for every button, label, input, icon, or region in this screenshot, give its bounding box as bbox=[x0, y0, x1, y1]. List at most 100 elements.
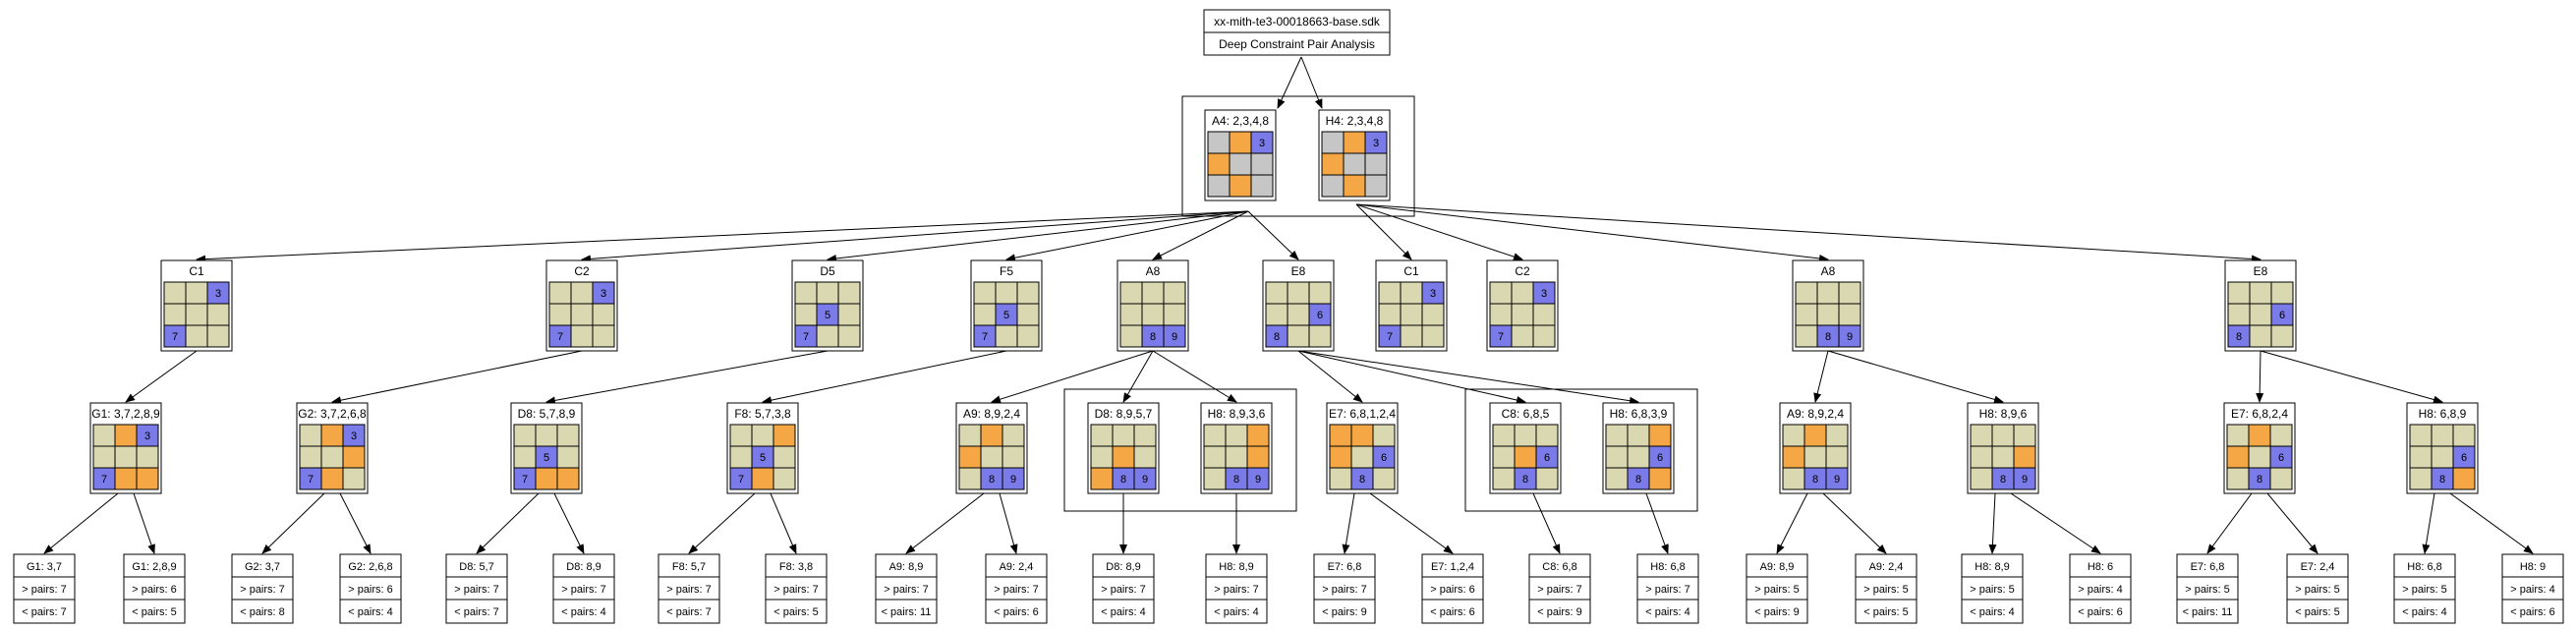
grid-cell bbox=[1782, 445, 1805, 469]
cell-value: 9 bbox=[1010, 474, 1016, 486]
leaf-gt-pairs: > pairs: 4 bbox=[2078, 584, 2123, 596]
grid-cell bbox=[837, 324, 861, 348]
leaf-frame bbox=[2393, 553, 2456, 624]
edge-arrow bbox=[261, 492, 325, 554]
leaf-title: D8: 5,7 bbox=[459, 561, 493, 573]
edges bbox=[43, 56, 2534, 554]
leaf-node: A9: 2,4> pairs: 7< pairs: 6 bbox=[985, 553, 1048, 624]
grid-cell bbox=[1203, 467, 1227, 490]
grid-cell bbox=[1229, 174, 1252, 198]
edge-arrow bbox=[1532, 492, 1561, 554]
grid-cell bbox=[1207, 174, 1231, 198]
node-title: G2: 3,7,2,6,8 bbox=[298, 407, 367, 421]
cell-value: 8 bbox=[1522, 474, 1528, 486]
cell-value: 8 bbox=[1120, 474, 1126, 486]
leaf-lt-pairs: < pairs: 4 bbox=[1101, 606, 1146, 618]
cell-value: 6 bbox=[2461, 452, 2467, 464]
grid-cell bbox=[320, 445, 344, 469]
grid-cell bbox=[1133, 467, 1157, 490]
grid-cell bbox=[342, 467, 366, 490]
grid-cell bbox=[973, 281, 997, 305]
edge-arrow bbox=[553, 492, 585, 554]
grid-cell bbox=[2227, 281, 2251, 305]
level2-node: F8: 5,7,3,857 bbox=[726, 402, 799, 494]
node-title: H8: 8,9,3,6 bbox=[1208, 407, 1266, 421]
leaf-lt-pairs: < pairs: 4 bbox=[1970, 606, 2015, 618]
level2-node: E7: 6,8,2,468 bbox=[2223, 402, 2296, 494]
leaf-title: E7: 6,8 bbox=[2191, 561, 2225, 573]
cell-value: 7 bbox=[1498, 331, 1504, 343]
cell-value: 9 bbox=[1172, 331, 1177, 343]
level2-node: H8: 6,8,3,968 bbox=[1602, 402, 1675, 494]
node-title: C1 bbox=[189, 264, 204, 278]
level2-node: E7: 6,8,1,2,468 bbox=[1326, 402, 1399, 494]
node-title: D8: 8,9,5,7 bbox=[1095, 407, 1153, 421]
grid-cell bbox=[1002, 424, 1025, 447]
grid-cell bbox=[2269, 424, 2293, 447]
grid-cell bbox=[1795, 281, 1818, 305]
grid-cell bbox=[2226, 424, 2250, 447]
grid-cell bbox=[1112, 445, 1135, 469]
grid-cell bbox=[2409, 445, 2433, 469]
leaf-gt-pairs: > pairs: 7 bbox=[454, 584, 499, 596]
grid-cell bbox=[794, 303, 818, 326]
grid-cell bbox=[1535, 424, 1559, 447]
grid-cell bbox=[2226, 445, 2250, 469]
leaf-gt-pairs: > pairs: 7 bbox=[22, 584, 67, 596]
node-title: E8 bbox=[1291, 264, 1306, 278]
grid-cell bbox=[1112, 424, 1135, 447]
grid-cell bbox=[1090, 445, 1114, 469]
grid-cell bbox=[1400, 303, 1423, 326]
grid-cell bbox=[2409, 424, 2433, 447]
leaf-node: E7: 6,8> pairs: 7< pairs: 9 bbox=[1313, 553, 1376, 624]
grid-cell bbox=[2270, 324, 2294, 348]
node-title: C2 bbox=[1515, 264, 1530, 278]
cluster-box bbox=[1063, 388, 1297, 512]
edge-arrow bbox=[2449, 492, 2534, 554]
grid-cell bbox=[1265, 303, 1288, 326]
edge-arrow bbox=[2206, 492, 2253, 554]
leaf-lt-pairs: < pairs: 4 bbox=[2402, 606, 2447, 618]
leaf-lt-pairs: < pairs: 5 bbox=[1863, 606, 1909, 618]
cell-value: 9 bbox=[1255, 474, 1261, 486]
edge-arrow bbox=[1152, 350, 1237, 403]
edge-arrow bbox=[991, 350, 1154, 404]
grid-cell bbox=[1492, 424, 1516, 447]
leaf-gt-pairs: > pairs: 7 bbox=[773, 584, 819, 596]
grid-cell bbox=[1489, 281, 1513, 305]
cell-value: 8 bbox=[1274, 331, 1280, 343]
leaf-node: E7: 1,2,4> pairs: 6< pairs: 6 bbox=[1421, 553, 1484, 624]
leaf-gt-pairs: > pairs: 7 bbox=[1322, 584, 1367, 596]
leaf-title: G2: 3,7 bbox=[245, 561, 280, 573]
cell-value: 3 bbox=[1541, 288, 1547, 300]
grid-cell bbox=[1795, 303, 1818, 326]
grid-cell bbox=[1838, 281, 1861, 305]
leaf-frame bbox=[2069, 553, 2132, 624]
node-title: D5 bbox=[820, 264, 835, 278]
leaf-node: F8: 3,8> pairs: 7< pairs: 5 bbox=[765, 553, 828, 624]
leaf-gt-pairs: > pairs: 7 bbox=[884, 584, 929, 596]
leaf-gt-pairs: > pairs: 7 bbox=[1537, 584, 1582, 596]
grid-cell bbox=[2249, 281, 2272, 305]
cell-value: 3 bbox=[144, 430, 150, 442]
edge-arrow bbox=[905, 492, 985, 554]
grid-cell bbox=[1163, 324, 1186, 348]
level2-node: H8: 6,8,968 bbox=[2406, 402, 2479, 494]
edge-arrow bbox=[1005, 210, 1249, 262]
grid-cell bbox=[556, 424, 580, 447]
grid-cell bbox=[2013, 424, 2036, 447]
edge-arrow bbox=[2010, 492, 2101, 554]
grid-cell bbox=[2269, 467, 2293, 490]
leaf-title: A9: 8,9 bbox=[1760, 561, 1795, 573]
leaf-title: F8: 5,7 bbox=[672, 561, 706, 573]
grid-cell bbox=[729, 424, 753, 447]
node-title: A8 bbox=[1146, 264, 1161, 278]
leaf-gt-pairs: > pairs: 4 bbox=[2510, 584, 2555, 596]
grid-cell bbox=[1225, 445, 1248, 469]
leaf-frame bbox=[123, 553, 186, 624]
